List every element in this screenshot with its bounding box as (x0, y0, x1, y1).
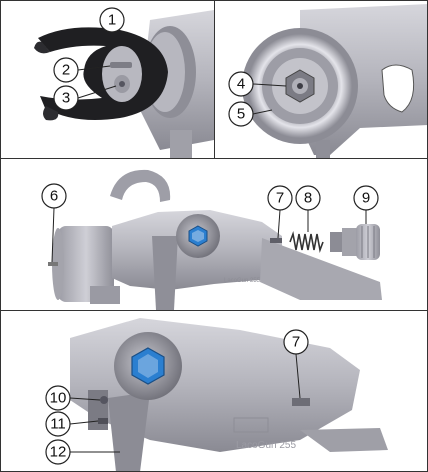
panel-trigger-closeup: LacoGun 255 7 10 11 12 (0, 310, 428, 472)
air-cap-slot (110, 62, 132, 68)
callout-8-label: 8 (304, 190, 312, 207)
nozzle-hole (119, 81, 125, 87)
callout-1-label: 1 (108, 12, 116, 29)
callout-7b-label: 7 (292, 334, 300, 351)
nozzle-orifice (297, 83, 303, 89)
callout-10-circle (45, 385, 71, 411)
callout-7-circle (267, 185, 293, 211)
air-cap-face (102, 46, 142, 102)
needle-end (292, 398, 310, 406)
leader-7 (277, 209, 281, 239)
callout-12-label: 12 (50, 444, 67, 461)
callout-7-label: 7 (276, 190, 284, 207)
panel-nozzle-front: 4 5 (214, 0, 428, 159)
body-emboss-text: LacoGun 255 (236, 440, 296, 451)
air-cap-horn-top (34, 41, 50, 54)
brand-logo (233, 417, 269, 433)
callout-8-circle (295, 185, 321, 211)
gun-stem (170, 130, 192, 158)
leader-10 (69, 397, 101, 401)
blue-hex-knob-icon (188, 225, 208, 247)
hanger-hook (110, 169, 171, 202)
leader-11 (69, 420, 99, 425)
callout-2-label: 2 (62, 62, 70, 79)
body-emboss-text: LacoGun 255 (224, 278, 261, 284)
panel-side-view-disassembly: LacoGun 255 6 7 8 9 (0, 158, 428, 311)
callout-6-circle (41, 183, 67, 209)
callout-5-label: 5 (237, 106, 245, 123)
callout-12-circle (45, 439, 71, 465)
callout-2-circle (53, 57, 79, 83)
callout-1-circle (99, 7, 125, 33)
knob-highlight (192, 230, 204, 242)
nut (98, 418, 108, 424)
leader-5 (252, 109, 273, 115)
leader-2 (77, 65, 111, 71)
callout-11-label: 11 (50, 416, 66, 433)
panel-air-cap-front: 1 2 3 (0, 0, 215, 159)
callout-4-label: 4 (237, 76, 245, 93)
hook-opening (381, 64, 415, 113)
trigger (152, 236, 178, 310)
air-cap-horn-bottom (43, 106, 59, 121)
callout-6-label: 6 (50, 188, 58, 205)
callout-9-label: 9 (362, 190, 370, 207)
callout-4-circle (228, 71, 254, 97)
callout-9-circle (353, 185, 379, 211)
nozzle-pin (48, 262, 58, 266)
needle-adjuster (330, 224, 380, 260)
callout-7b-circle (283, 329, 309, 355)
leader-1 (121, 31, 146, 41)
callout-3-label: 3 (62, 90, 70, 107)
screw-head (100, 396, 108, 404)
callout-11-circle (45, 411, 71, 437)
leader-6 (51, 207, 55, 263)
rear-screw (270, 238, 282, 243)
leader-3 (77, 85, 117, 99)
leader-7b (295, 353, 301, 399)
callout-10-label: 10 (50, 390, 67, 407)
leader-4 (252, 83, 287, 87)
callout-5-circle (228, 101, 254, 127)
blue-hex-knob-icon (131, 347, 165, 385)
gun-stem (316, 140, 330, 158)
spring (289, 231, 324, 253)
front-nozzle-assembly (58, 226, 114, 302)
knob-highlight (138, 354, 158, 378)
gun-handle (300, 428, 388, 452)
callout-3-circle (53, 85, 79, 111)
gun-handle (260, 238, 382, 300)
air-connector (90, 286, 120, 304)
